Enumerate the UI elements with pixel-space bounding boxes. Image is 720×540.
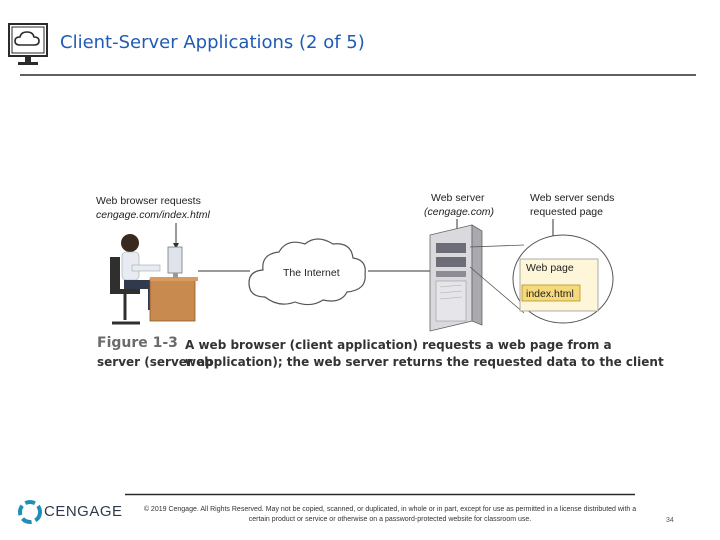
web-page-label: Web page xyxy=(526,262,574,274)
zoom-line-top xyxy=(469,244,525,248)
figure-number: Figure 1-3 xyxy=(97,335,178,351)
cengage-logo-icon xyxy=(18,500,42,524)
browser-request-label-2: cengage.com/index.html xyxy=(96,209,210,221)
figure-caption-line-2: server (server application); the web ser… xyxy=(97,355,664,369)
server-label-1: Web server xyxy=(431,192,485,204)
copyright-notice: © 2019 Cengage. All Rights Reserved. May… xyxy=(143,506,637,523)
client-user-illustration xyxy=(110,234,198,325)
index-file-box xyxy=(521,284,581,302)
title-divider xyxy=(20,74,696,76)
brand-name: CENGAGE xyxy=(44,503,123,520)
client-server-figure: Web browser requests cengage.com/index.h… xyxy=(96,192,614,332)
cloud-monitor-icon xyxy=(8,23,48,65)
slide-title: Client-Server Applications (2 of 5) xyxy=(60,32,365,53)
request-pointer-arrowhead xyxy=(173,243,179,249)
figure-caption-line-1: A web browser (client application) reque… xyxy=(185,338,612,369)
footer-divider xyxy=(125,493,635,496)
internet-label: The Internet xyxy=(283,267,340,279)
server-label-2: (cengage.com) xyxy=(424,206,494,218)
page-number: 34 xyxy=(666,517,674,524)
internet-cloud-icon xyxy=(248,238,366,306)
zoom-line-bottom xyxy=(469,266,525,314)
server-sends-label-2: requested page xyxy=(530,206,603,218)
web-server-illustration xyxy=(429,224,483,332)
index-file-label: index.html xyxy=(526,288,574,300)
server-sends-label-1: Web server sends xyxy=(530,192,614,204)
browser-request-label-1: Web browser requests xyxy=(96,195,201,207)
